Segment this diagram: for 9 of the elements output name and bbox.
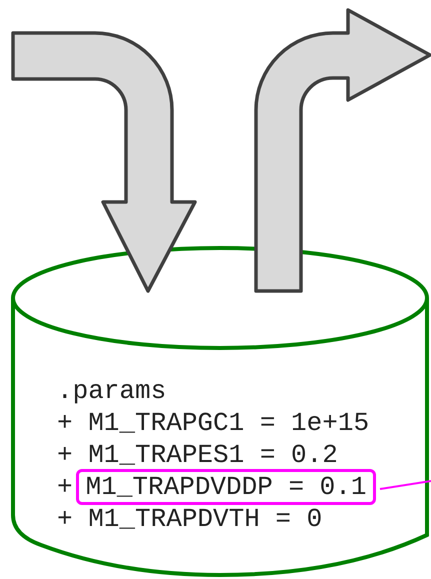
highlight-box: M1_TRAPDVDDP = 0.1	[76, 469, 376, 505]
leader-line	[380, 480, 431, 490]
parameter-line: + M1_TRAPDVTH = 0	[57, 503, 322, 535]
block-arrow	[11, 31, 197, 293]
parameter-line: + M1_TRAPGC1 = 1e+15	[57, 407, 370, 439]
block-arrow	[254, 8, 431, 293]
parameter-line: + M1_TRAPES1 = 0.2	[57, 439, 338, 471]
parameter-line: .params	[57, 375, 166, 407]
parameter-line: +	[57, 471, 73, 503]
